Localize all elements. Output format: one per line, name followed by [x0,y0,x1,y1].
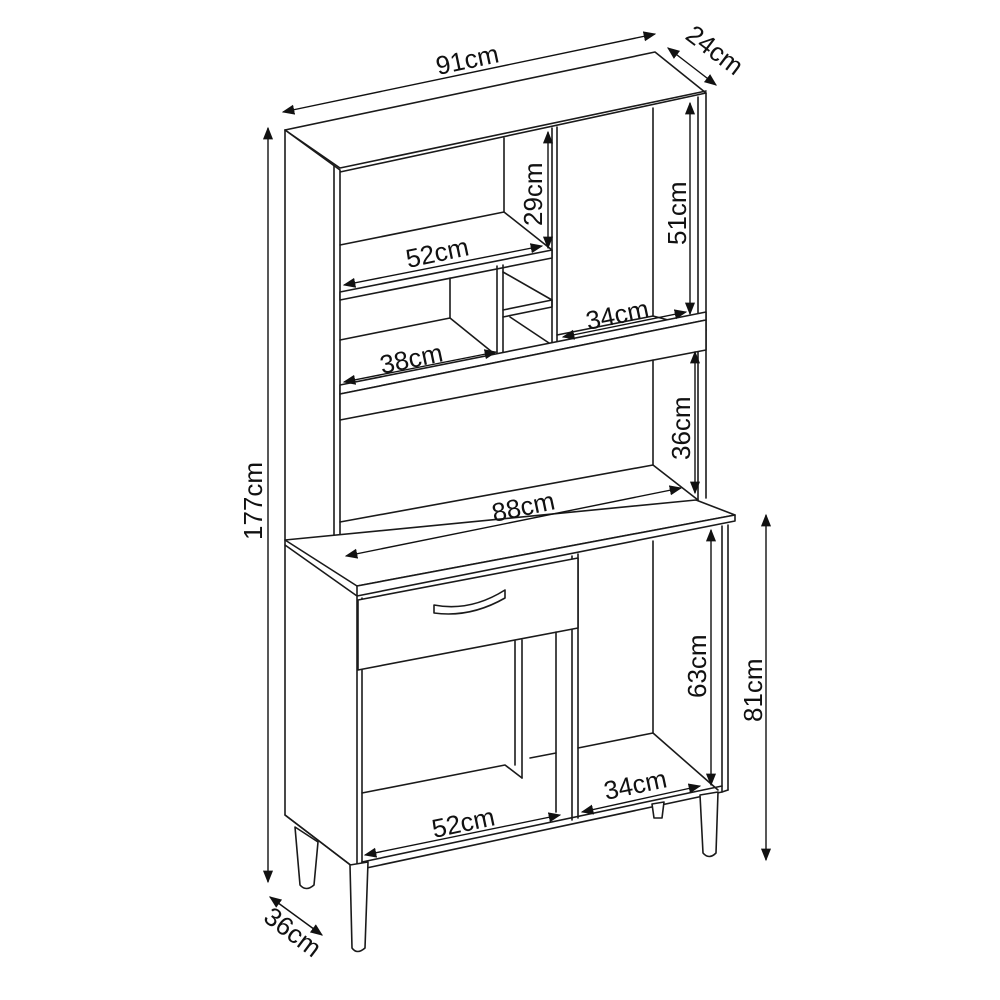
label-total-height: 177cm [238,462,268,540]
label-base-left-shelf-width: 52cm [429,802,497,844]
leg-back-right [651,801,665,819]
drawer [357,557,579,671]
label-total-width: 91cm [433,39,501,81]
label-open-area-height: 36cm [666,396,696,460]
label-upper-right-niche-height: 51cm [662,181,692,245]
base-unit [284,524,729,953]
leg-front-right [699,791,719,858]
label-base-right-niche-height: 63cm [682,634,712,698]
label-upper-left-niche-height: 29cm [518,162,548,226]
leg-front-left [349,861,369,953]
label-base-depth: 36cm [258,901,327,963]
leg-back-left [294,826,319,890]
label-base-height: 81cm [738,658,768,722]
label-top-depth: 24cm [680,19,749,81]
dimension-lines [262,31,772,936]
drawer-handle [433,589,506,615]
